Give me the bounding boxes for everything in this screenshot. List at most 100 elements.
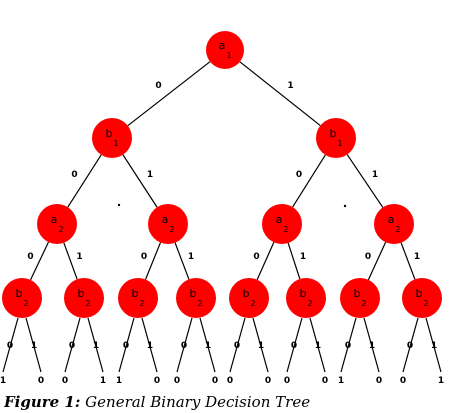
node-circle [229, 278, 269, 318]
node-circle [176, 278, 216, 318]
node-level2: a2 [37, 204, 77, 244]
node-circle [37, 204, 77, 244]
node-variable: b [78, 287, 85, 300]
leaf-edge-label: 0 [345, 341, 351, 351]
leaf-edge-label: 1 [431, 341, 437, 351]
node-subscript: 1 [226, 51, 231, 60]
root-node: a1 [206, 31, 244, 69]
node-variable: b [16, 287, 23, 300]
figure-caption: Figure 1: General Binary Decision Tree [4, 393, 474, 411]
node-variable: a [51, 213, 58, 226]
leaf-edge-label: 1 [93, 341, 99, 351]
node-subscript: 2 [395, 225, 400, 234]
node-variable: a [276, 213, 283, 226]
leaf-value: 1 [116, 376, 122, 386]
node-variable: b [416, 287, 423, 300]
leaf-value: 0 [265, 376, 271, 386]
node-level3: b2 [402, 278, 442, 318]
node-variable: b [190, 287, 197, 300]
leaf-edge [309, 317, 326, 373]
leaf-edge-label: 1 [205, 341, 211, 351]
node-subscript: 1 [337, 139, 342, 148]
caption-text: General Binary Decision Tree [85, 393, 311, 411]
leaf-value: 1 [100, 376, 106, 386]
node-level1: b1 [316, 118, 356, 158]
leaf-value: 0 [376, 376, 382, 386]
stray-dot [343, 204, 347, 208]
node-level3: b2 [286, 278, 326, 318]
leaf-edge [252, 317, 269, 373]
leaf-edge-label: 1 [369, 341, 375, 351]
node-circle [148, 204, 188, 244]
leaf-edge [229, 317, 246, 373]
leaf-edge-label: 1 [31, 341, 37, 351]
leaf-value: 0 [154, 376, 160, 386]
leaf-edge [286, 317, 303, 373]
edges-layer [2, 61, 442, 373]
node-circle [206, 31, 244, 69]
node-level3: b2 [176, 278, 216, 318]
node-subscript: 2 [58, 225, 63, 234]
leaf-edge [363, 317, 380, 373]
leaf-edge-label: 1 [147, 341, 153, 351]
node-subscript: 2 [423, 299, 428, 308]
leaf-edge-label: 1 [258, 341, 264, 351]
node-level3: b2 [64, 278, 104, 318]
leaf-edge [199, 317, 216, 373]
edge-level2 [67, 154, 102, 208]
node-circle [64, 278, 104, 318]
node-circle [92, 118, 132, 158]
edge-label-level3: 0 [141, 252, 147, 262]
leaf-edge [425, 317, 442, 373]
node-subscript: 2 [283, 225, 288, 234]
leaf-value: 0 [322, 376, 328, 386]
leaf-edge-label: 0 [181, 341, 187, 351]
node-subscript: 2 [139, 299, 144, 308]
leaf-edge [2, 317, 19, 373]
edge-label-level1: 1 [287, 81, 293, 91]
edge-level1 [239, 61, 321, 127]
edge-label-level2: 1 [372, 170, 378, 180]
edge-level3 [256, 242, 275, 280]
node-subscript: 2 [197, 299, 202, 308]
stray-dot [117, 203, 121, 207]
leaf-edge-label: 0 [123, 341, 129, 351]
leaf-edge [87, 317, 104, 373]
leaf-edge [141, 317, 158, 373]
node-level3: b2 [229, 278, 269, 318]
labels-layer: 0000110100111001101001010000101001010011… [0, 81, 444, 386]
leaf-edge-label: 0 [7, 341, 13, 351]
leaf-value: 1 [0, 376, 6, 386]
leaf-value: 0 [400, 376, 406, 386]
node-circle [262, 204, 302, 244]
node-circle [286, 278, 326, 318]
node-circle [118, 278, 158, 318]
node-circle [340, 278, 380, 318]
edge-level3 [30, 241, 49, 281]
leaf-edge [340, 317, 357, 373]
node-variable: a [388, 213, 395, 226]
leaf-edge-label: 0 [234, 341, 240, 351]
node-circle [374, 204, 414, 244]
node-level3: b2 [118, 278, 158, 318]
edge-label-level3: 1 [300, 252, 306, 262]
leaf-value: 1 [438, 376, 444, 386]
leaf-edge-label: 0 [291, 341, 297, 351]
edge-level2 [292, 154, 326, 208]
node-level1: b1 [92, 118, 132, 158]
edge-label-level3: 1 [188, 252, 194, 262]
node-level2: a2 [148, 204, 188, 244]
edge-label-level3: 1 [414, 252, 420, 262]
node-level3: b2 [2, 278, 42, 318]
node-variable: b [330, 127, 337, 140]
node-variable: a [219, 39, 226, 52]
leaf-edge-label: 1 [315, 341, 321, 351]
edge-label-level1: 0 [155, 81, 161, 91]
edge-label-level3: 0 [365, 252, 371, 262]
leaf-edge [25, 317, 42, 373]
node-variable: b [354, 287, 361, 300]
edge-level3 [144, 242, 162, 280]
node-variable: b [106, 127, 113, 140]
